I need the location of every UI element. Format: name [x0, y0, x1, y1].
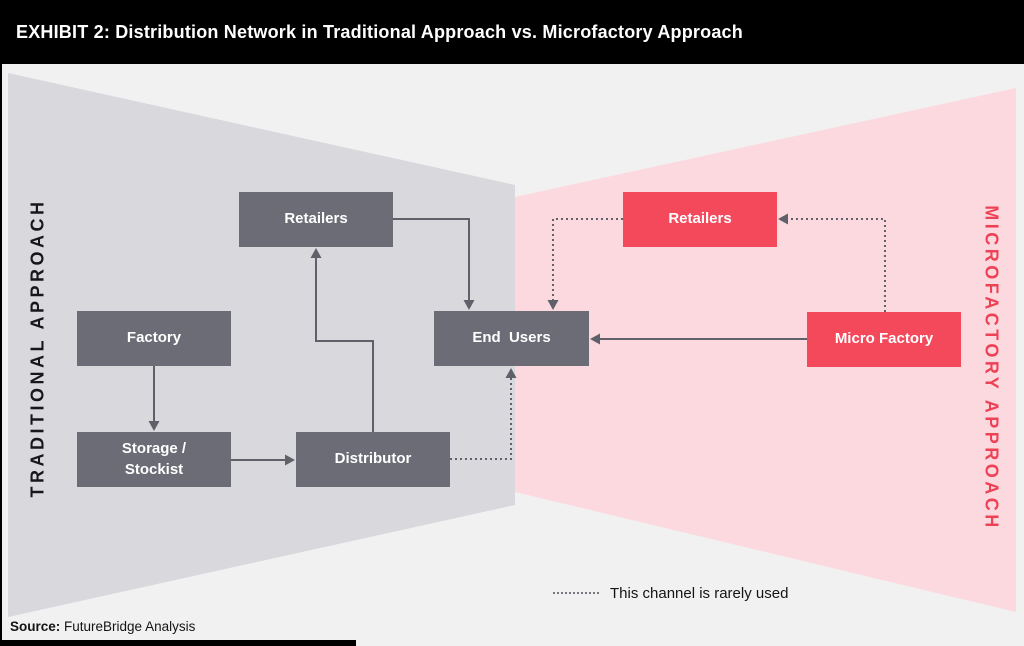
arrow-up-icon — [310, 248, 322, 258]
connector-retailers-to-endusers — [393, 218, 470, 301]
node-factory: Factory — [77, 311, 231, 366]
arrow-down-icon — [463, 300, 475, 310]
figure-title: EXHIBIT 2: Distribution Network in Tradi… — [16, 21, 743, 42]
node-distributor: Distributor — [296, 432, 450, 487]
dotted-connectors — [450, 218, 886, 460]
arrow-down-icon — [148, 421, 160, 431]
source-note: Source: FutureBridge Analysis — [10, 619, 195, 634]
node-traditional-retailers: Retailers — [239, 192, 393, 247]
connector-distributor-to-endusers-dotted — [450, 377, 512, 460]
node-end-users: End Users — [434, 311, 589, 366]
node-micro-factory: Micro Factory — [807, 312, 961, 367]
arrow-down-icon — [547, 300, 559, 310]
connector-microretailers-to-endusers-dotted — [552, 218, 623, 301]
dotted-line-icon — [553, 592, 599, 594]
arrow-up-icon — [505, 368, 517, 378]
node-storage-stockist: Storage / Stockist — [77, 432, 231, 487]
arrow-left-icon — [590, 333, 600, 345]
node-microfactory-retailers: Retailers — [623, 192, 777, 247]
legend-text: This channel is rarely used — [610, 584, 789, 602]
source-label: Source: — [10, 619, 61, 634]
connector-microfactory-to-retailers-dotted — [787, 218, 886, 312]
legend: This channel is rarely used — [553, 584, 788, 602]
connector-distributor-to-retailers — [315, 257, 374, 432]
microfactory-approach-label: MICROFACTORY APPROACH — [981, 205, 1002, 531]
source-text: FutureBridge Analysis — [60, 619, 196, 634]
traditional-approach-label: TRADITIONAL APPROACH — [27, 198, 48, 498]
arrow-right-icon — [285, 454, 295, 466]
left-black-edge — [0, 64, 2, 646]
header-bar: EXHIBIT 2: Distribution Network in Tradi… — [0, 0, 1024, 64]
solid-connectors — [153, 218, 807, 461]
arrowheads — [148, 213, 788, 466]
arrow-left-icon — [778, 213, 788, 225]
bottom-black-bar — [0, 640, 356, 646]
